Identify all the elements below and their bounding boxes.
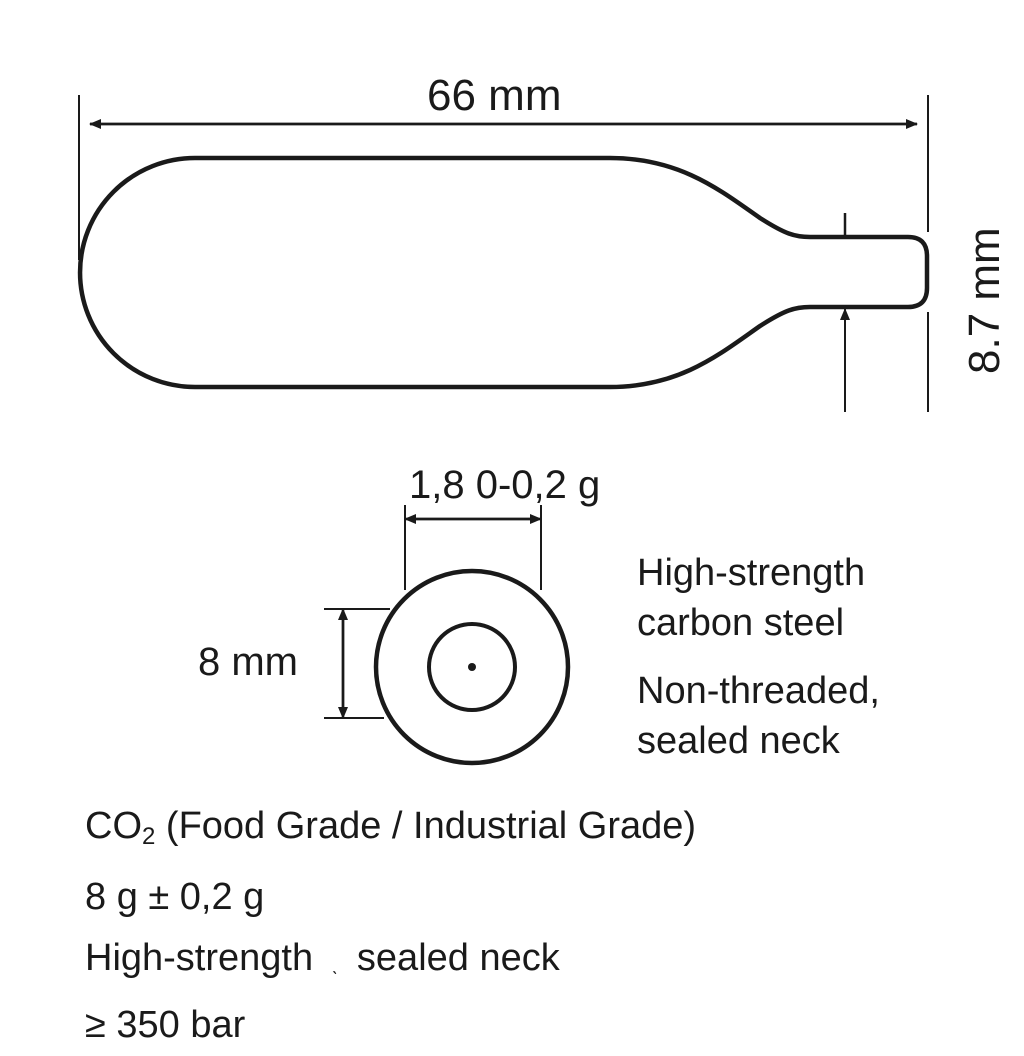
material-line-2: carbon steel — [637, 602, 845, 644]
material-line-1: High-strength — [637, 552, 866, 594]
spec-pressure: ≥ 350 bar — [85, 1004, 246, 1046]
neck-diameter-label: 8.7 mm — [960, 227, 1009, 374]
end-width-dimension — [404, 505, 542, 590]
neck-line-1: Non-threaded, — [637, 670, 880, 712]
gas-formula: CO — [85, 805, 142, 847]
technical-drawing — [77, 95, 930, 766]
spec-gas: CO2 (Food Grade / Industrial Grade) — [85, 796, 696, 867]
end-width-label: 1,8 0-0,2 g — [409, 463, 601, 507]
gas-subscript: 2 — [142, 823, 156, 850]
gas-grade: (Food Grade / Industrial Grade) — [165, 805, 697, 847]
spec-list: CO2 (Food Grade / Industrial Grade) 8 g … — [85, 796, 696, 1056]
end-diameter-label: 8 mm — [198, 640, 298, 684]
construction-b: sealed neck — [356, 937, 560, 979]
neck-diameter-dimension — [840, 213, 929, 412]
material-note: High-strength carbon steel Non-threaded,… — [637, 548, 880, 766]
length-label: 66 mm — [427, 71, 562, 120]
neck-line-2: sealed neck — [637, 720, 840, 762]
construction-separator: ˎ — [331, 953, 339, 975]
cartridge-side-outline — [77, 155, 930, 390]
length-dimension — [78, 95, 929, 260]
cartridge-end-view — [373, 568, 571, 766]
construction-a: High-strength — [85, 937, 314, 979]
spec-fill-weight: 8 g ± 0,2 g — [85, 876, 265, 918]
spec-construction: High-strength ˎ sealed neck — [85, 928, 696, 995]
end-diameter-dimension — [324, 608, 390, 719]
